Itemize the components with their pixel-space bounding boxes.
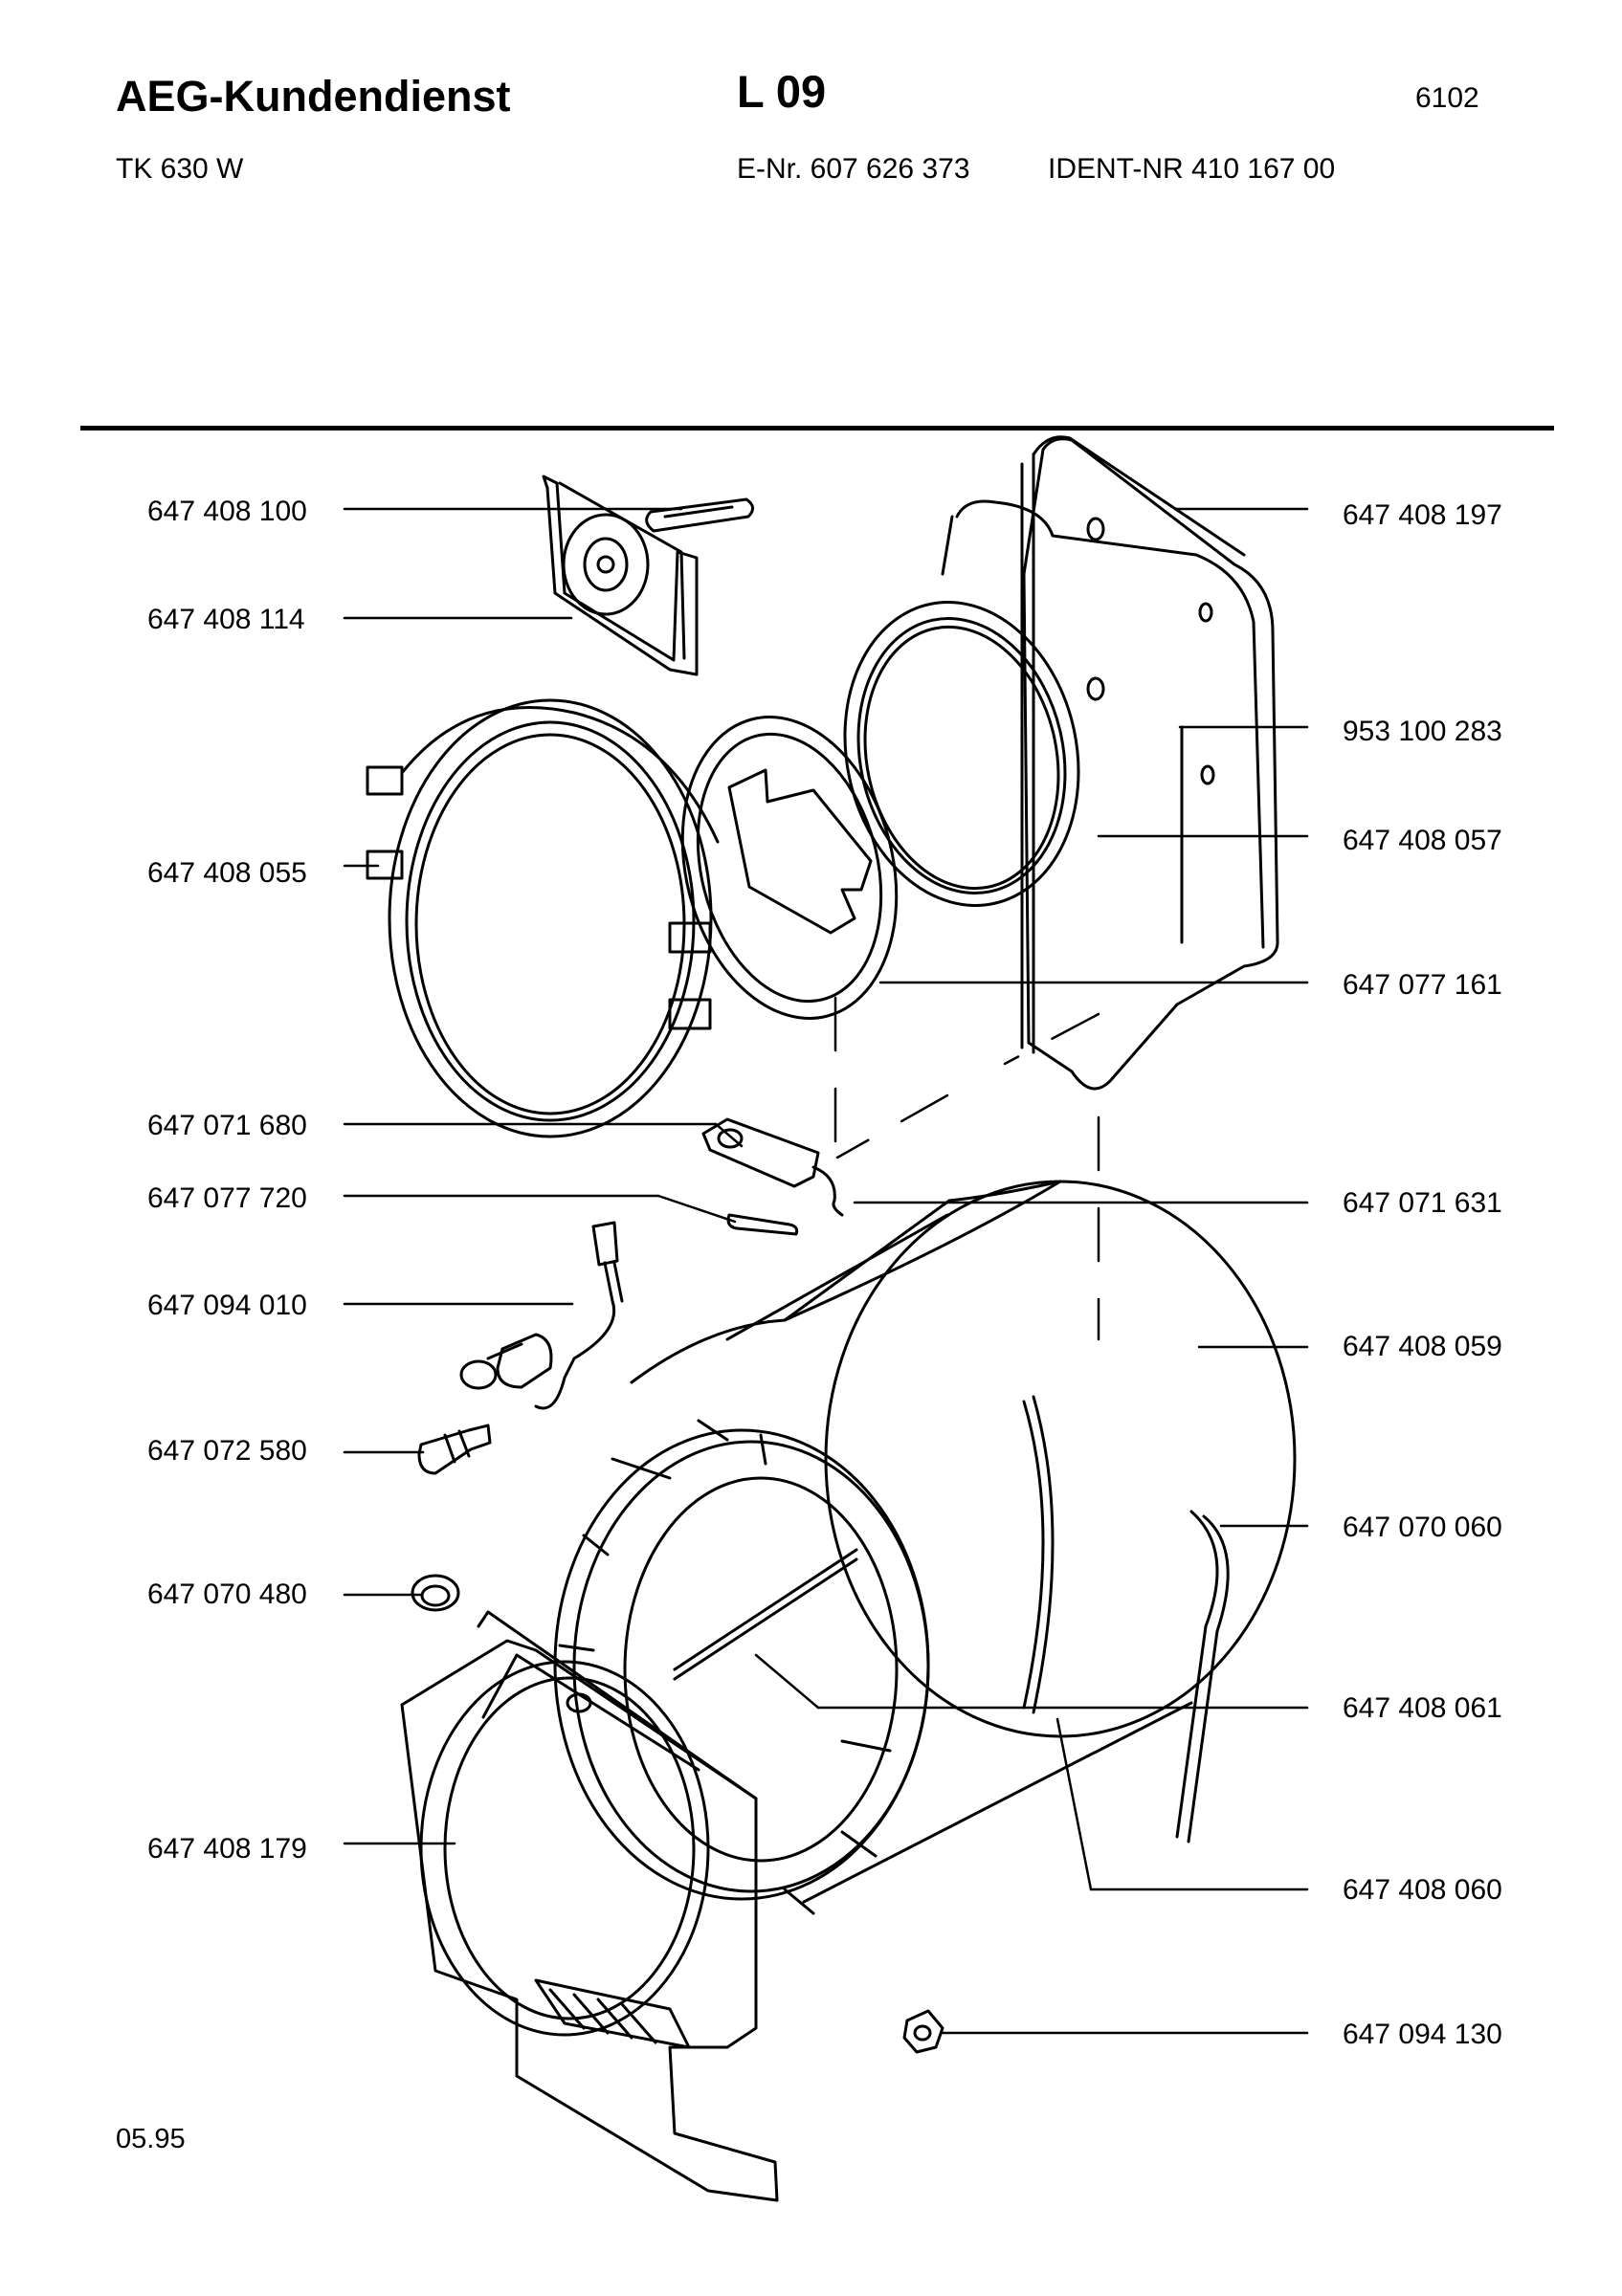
part-label-right: 647 408 059 [1343,1331,1502,1362]
assembly-guide-lines [833,996,1100,1341]
part-label-left: 647 408 055 [147,857,307,889]
part-label-right: 647 408 061 [1343,1692,1502,1724]
part-label-right: 647 077 161 [1343,969,1502,1001]
rear-wall [941,435,1279,1091]
bearing-bracket [542,475,754,676]
part-label-left: 647 071 680 [147,1110,307,1141]
part-label-left: 647 094 010 [147,1290,307,1321]
header-divider [80,426,1554,430]
part-label-right: 647 094 130 [1343,2019,1502,2050]
small-switch [902,2009,944,2054]
part-label-left: 647 077 720 [147,1182,307,1214]
filter-frame [680,716,899,1020]
drum [553,1180,1297,1915]
leader-lines-right [754,507,1309,2035]
lamp-holder [459,1221,624,1410]
part-label-left: 647 072 580 [147,1435,307,1467]
part-label-right: 953 100 283 [1343,716,1502,747]
ident-number: IDENT-NR 410 167 00 [1048,153,1336,185]
part-label-left: 647 070 480 [147,1578,307,1610]
leader-lines-left [343,507,744,1845]
front-frame [400,1610,779,2202]
document-number: 6102 [1415,82,1479,114]
part-label-left: 647 408 179 [147,1833,307,1865]
page-code: L 09 [737,66,827,117]
part-label-right: 647 070 060 [1343,1512,1502,1543]
part-label-right: 647 408 060 [1343,1874,1502,1906]
part-label-right: 647 408 197 [1343,499,1502,531]
front-seal-ring [366,698,720,1138]
grommet [411,1574,460,1612]
e-number: E-Nr. 607 626 373 [737,153,970,185]
part-label-left: 647 408 100 [147,496,307,527]
model-name: TK 630 W [116,153,244,185]
rear-ring [843,601,1080,907]
brand-title: AEG-Kundendienst [116,72,511,121]
sensor-plate [701,1117,844,1236]
print-date: 05.95 [116,2124,186,2154]
part-label-left: 647 408 114 [147,604,305,635]
part-label-right: 647 071 631 [1343,1187,1502,1219]
plug [417,1424,492,1475]
part-label-right: 647 408 057 [1343,825,1502,856]
